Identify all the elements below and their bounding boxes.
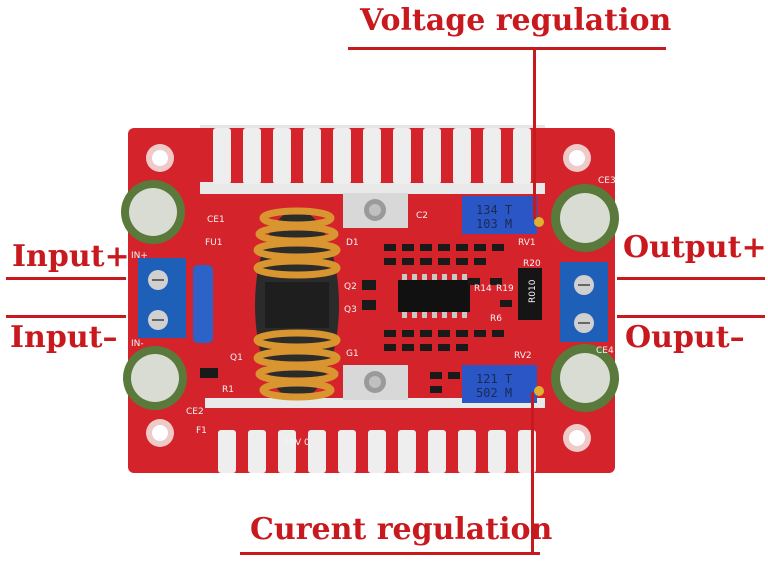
pot-bottom-line2: 502 M bbox=[476, 386, 512, 400]
svg-text:CE1: CE1 bbox=[207, 215, 225, 225]
svg-text:Q1: Q1 bbox=[230, 353, 243, 363]
pot-top-line2: 103 M bbox=[476, 217, 512, 231]
silkscreen-labels: CE1 FU1 IN+ IN- CE2 CE3 CE4 D1 C2 Q1 Q2 … bbox=[131, 176, 616, 448]
fuse bbox=[193, 265, 213, 343]
svg-text:RV1: RV1 bbox=[518, 238, 536, 248]
svg-text:CE4: CE4 bbox=[596, 346, 614, 356]
potentiometer-current bbox=[462, 365, 544, 403]
capacitors bbox=[121, 180, 619, 412]
input-minus-label: Input– bbox=[10, 320, 118, 355]
svg-text:Q2: Q2 bbox=[344, 282, 357, 292]
svg-text:IN+: IN+ bbox=[131, 251, 148, 261]
output-plus-label: Output+ bbox=[623, 230, 767, 265]
svg-text:IN-: IN- bbox=[131, 339, 144, 349]
voltage-regulation-label: Voltage regulation bbox=[360, 3, 672, 38]
svg-text:FU1: FU1 bbox=[205, 238, 223, 248]
current-regulation-label: Curent regulation bbox=[250, 512, 553, 547]
input-plus-underline bbox=[6, 277, 126, 280]
svg-text:R010: R010 bbox=[528, 279, 538, 303]
svg-text:Q3: Q3 bbox=[344, 305, 357, 315]
svg-text:R14: R14 bbox=[474, 284, 492, 294]
input-plus-label: Input+ bbox=[12, 239, 130, 274]
svg-text:C2: C2 bbox=[416, 211, 428, 221]
control-ic bbox=[398, 274, 470, 318]
svg-text:G1: G1 bbox=[346, 349, 359, 359]
power-transistors bbox=[343, 193, 408, 400]
svg-text:RV2: RV2 bbox=[514, 351, 532, 361]
svg-text:CE2: CE2 bbox=[186, 407, 204, 417]
svg-text:R6: R6 bbox=[490, 314, 502, 324]
shunt-resistor bbox=[518, 268, 542, 320]
svg-text:R19: R19 bbox=[496, 284, 514, 294]
output-minus-label: Ouput– bbox=[625, 320, 745, 355]
svg-text:REV 0: REV 0 bbox=[283, 438, 310, 448]
pot-bottom-line1: 121 T bbox=[476, 372, 512, 386]
toroid-inductor bbox=[253, 207, 341, 401]
smd-components bbox=[200, 244, 512, 393]
mounting-holes bbox=[146, 144, 591, 452]
input-minus-underline bbox=[6, 315, 126, 318]
svg-text:CE3: CE3 bbox=[598, 176, 616, 186]
pot-top-line1: 134 T bbox=[476, 203, 512, 217]
svg-text:F1: F1 bbox=[196, 426, 207, 436]
potentiometer-voltage bbox=[462, 196, 544, 234]
svg-text:R1: R1 bbox=[222, 385, 234, 395]
voltage-leader bbox=[533, 49, 536, 219]
current-underline bbox=[240, 552, 540, 555]
output-minus-underline bbox=[617, 315, 765, 318]
voltage-underline bbox=[348, 47, 666, 50]
output-terminal bbox=[560, 262, 608, 342]
input-terminal bbox=[138, 258, 186, 338]
output-plus-underline bbox=[617, 277, 765, 280]
current-leader bbox=[531, 392, 534, 554]
svg-text:R20: R20 bbox=[523, 259, 541, 269]
svg-text:D1: D1 bbox=[346, 238, 359, 248]
